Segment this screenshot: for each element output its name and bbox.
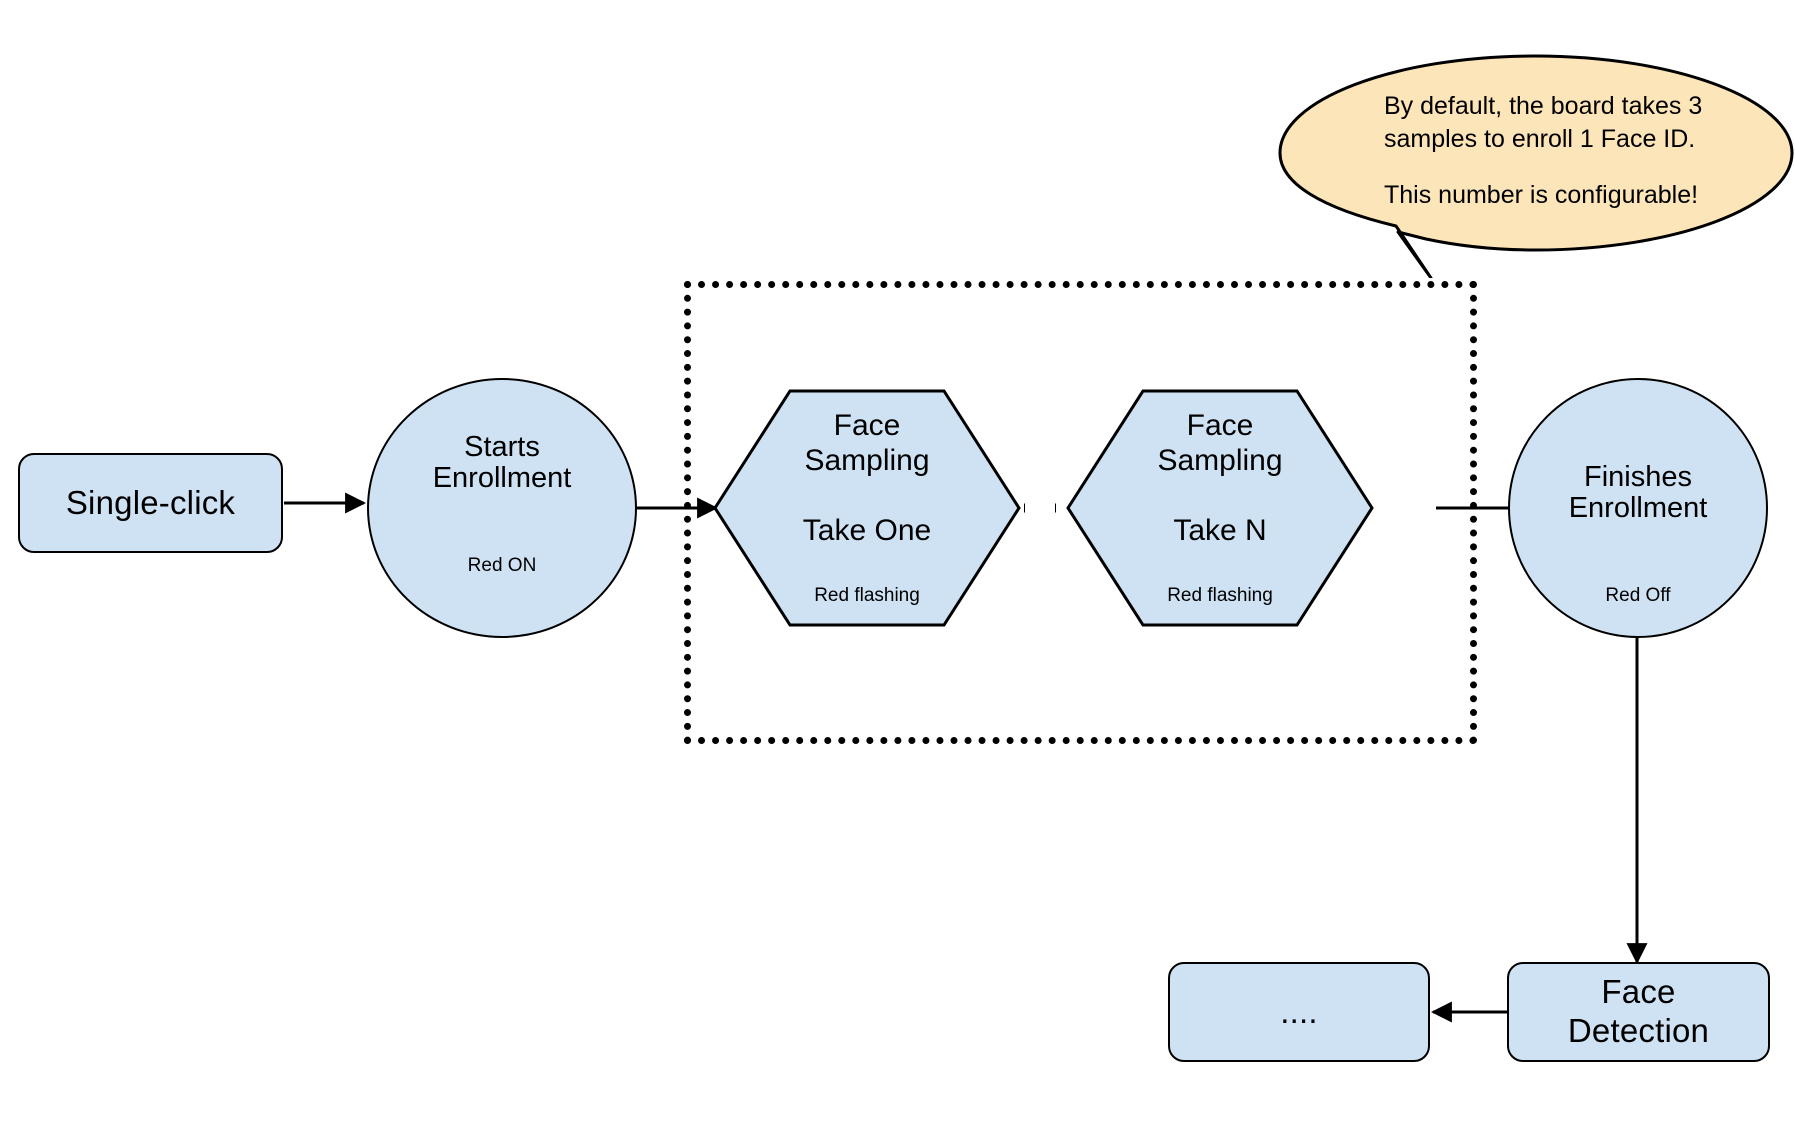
face-detection-label-line2: Detection: [1567, 1012, 1710, 1049]
face-sampling-n-status: Red flashing: [1167, 585, 1273, 606]
starts-enrollment-label-line2: Enrollment: [432, 462, 572, 494]
callout-note: By default, the board takes 3 samples to…: [1276, 52, 1795, 278]
node-more-steps[interactable]: ....: [1168, 962, 1430, 1062]
callout-shape: [1278, 54, 1794, 278]
callout-line1: By default, the board takes 3: [1384, 92, 1703, 120]
single-click-label: Single-click: [65, 483, 236, 521]
finishes-enrollment-status: Red Off: [1605, 585, 1671, 606]
face-sampling-n-shape: [1066, 389, 1374, 627]
face-sampling-one-title-line1: Face: [833, 409, 901, 442]
node-finishes-enrollment[interactable]: Finishes Enrollment Red Off: [1508, 378, 1768, 638]
callout-line2: samples to enroll 1 Face ID.: [1384, 125, 1696, 153]
node-face-sampling-n[interactable]: Face Sampling Take N Red flashing: [1065, 388, 1375, 628]
finishes-enrollment-shape: [1508, 378, 1768, 638]
finishes-enrollment-label-line2: Enrollment: [1568, 492, 1708, 524]
starts-enrollment-shape: [367, 378, 637, 638]
face-sampling-n-title-line2: Sampling: [1157, 444, 1283, 477]
face-sampling-one-shape: [713, 389, 1021, 627]
face-sampling-one-title-line2: Sampling: [804, 444, 930, 477]
node-face-sampling-one[interactable]: Face Sampling Take One Red flashing: [712, 388, 1022, 628]
node-face-detection[interactable]: Face Detection: [1507, 962, 1770, 1062]
finishes-enrollment-label-line1: Finishes: [1584, 461, 1692, 493]
face-sampling-one-status: Red flashing: [814, 585, 920, 606]
starts-enrollment-status: Red ON: [467, 555, 537, 576]
node-single-click[interactable]: Single-click: [18, 453, 283, 553]
face-sampling-n-title-line1: Face: [1186, 409, 1254, 442]
face-sampling-one-take: Take One: [802, 514, 932, 547]
starts-enrollment-label-line1: Starts: [464, 431, 540, 463]
face-sampling-loop-group: [684, 281, 1477, 744]
callout-line3: This number is configurable!: [1384, 181, 1699, 209]
face-sampling-n-take: Take N: [1173, 514, 1267, 547]
face-detection-label-line1: Face: [1601, 973, 1676, 1011]
node-starts-enrollment[interactable]: Starts Enrollment Red ON: [367, 378, 637, 638]
more-steps-label: ....: [1280, 992, 1318, 1030]
